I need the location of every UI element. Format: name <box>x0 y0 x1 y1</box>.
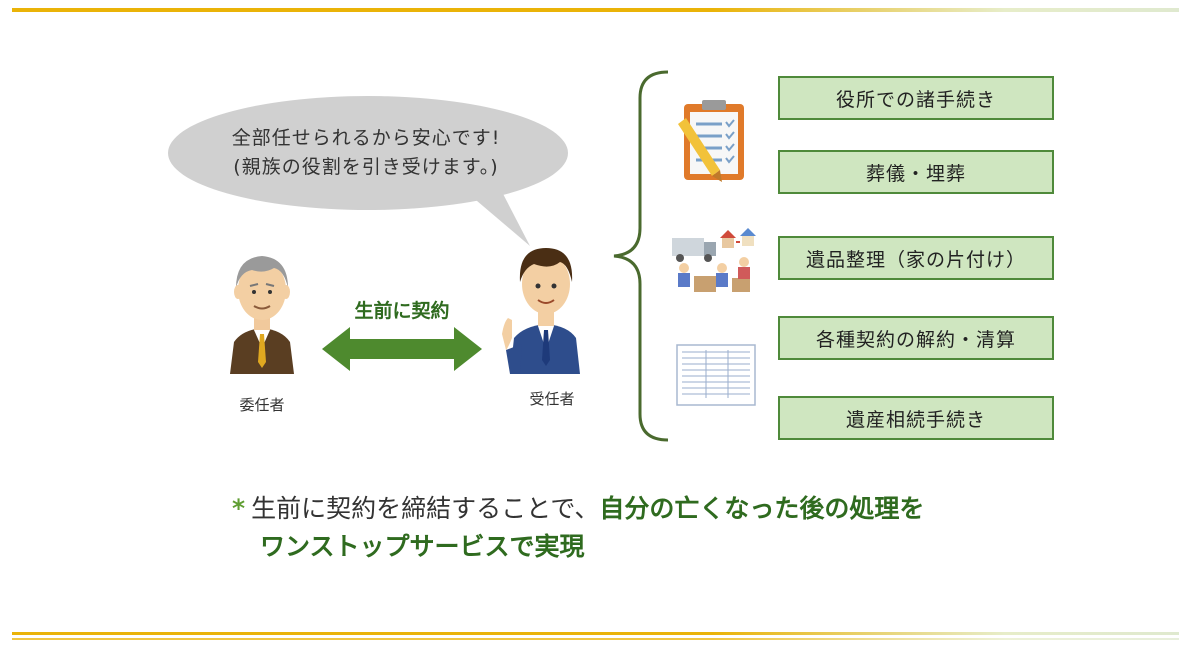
footnote-emphasis-2: ワンストップサービスで実現 <box>260 532 585 561</box>
movers-house-icon <box>672 228 756 292</box>
task-box-contract-cancellation: 各種契約の解約・清算 <box>778 316 1054 360</box>
clipboard-checklist-icon <box>678 100 744 182</box>
elderly-man-icon <box>230 256 294 374</box>
task-box-inheritance-procedures: 遺産相続手続き <box>778 396 1054 440</box>
speech-bubble <box>168 96 568 246</box>
curly-brace <box>613 70 669 442</box>
footnote-emphasis-1: 自分の亡くなった後の処理を <box>599 494 925 523</box>
document-form-icon <box>676 344 756 406</box>
agent-label: 受任者 <box>529 390 575 408</box>
contract-arrow-label: 生前に契約 <box>354 300 450 322</box>
bottom-accent-rule-thin <box>12 638 1179 640</box>
speech-line-2: (親族の役割を引き受けます。) <box>233 156 499 178</box>
task-box-government-procedures: 役所での諸手続き <box>778 76 1054 120</box>
double-arrow-icon <box>322 327 482 371</box>
speech-line-1: 全部任せられるから安心です! <box>231 127 501 149</box>
principal-label: 委任者 <box>239 396 285 414</box>
task-box-belongings-cleanup: 遺品整理（家の片付け） <box>778 236 1054 280</box>
footnote-marker: * <box>232 494 246 523</box>
footnote-normal-text: 生前に契約を締結することで、 <box>251 494 600 523</box>
task-box-funeral-burial: 葬儀・埋葬 <box>778 150 1054 194</box>
young-man-icon <box>502 248 580 374</box>
speech-bubble-text: 全部任せられるから安心です! (親族の役割を引き受けます。) <box>196 124 536 182</box>
footnote: *生前に契約を締結することで、自分の亡くなった後の処理を ワンストップサービスで… <box>232 490 924 566</box>
top-accent-rule <box>12 8 1179 12</box>
bottom-accent-rule <box>12 632 1179 635</box>
